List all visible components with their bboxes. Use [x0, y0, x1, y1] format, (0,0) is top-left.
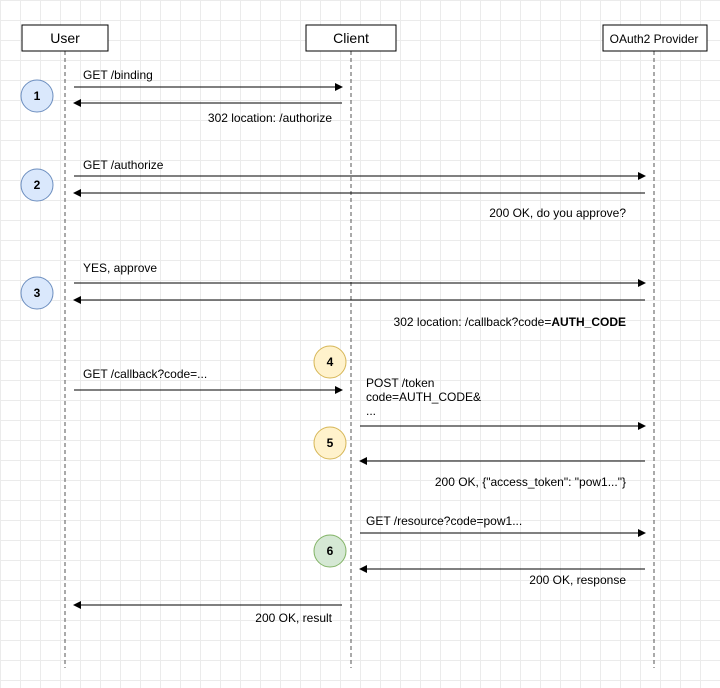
step-badge-4: 4	[313, 345, 347, 379]
message-7: GET /callback?code=...	[74, 367, 343, 394]
message-label: code=AUTH_CODE&	[366, 390, 481, 404]
message-label-text: 302 location: /authorize	[208, 111, 332, 125]
message-label-text: POST /token	[366, 376, 434, 390]
message-label: POST /token	[366, 376, 434, 390]
step-badge-1: 1	[20, 79, 54, 113]
message-2: 302 location: /authorize	[73, 99, 342, 125]
message-4: 200 OK, do you approve?	[73, 189, 645, 220]
message-label-text: 200 OK, response	[529, 573, 626, 587]
actor-label: Client	[333, 30, 369, 46]
message-label-text: GET /binding	[83, 68, 153, 82]
message-label-text: ...	[366, 404, 376, 418]
step-badge-2: 2	[20, 168, 54, 202]
step-circle	[313, 426, 347, 460]
message-label-text: 200 OK, {"access_token": "pow1..."}	[435, 475, 626, 489]
message-label-text: 200 OK, result	[255, 611, 332, 625]
message-3: GET /authorize	[74, 158, 646, 180]
message-label: GET /binding	[83, 68, 153, 82]
message-8: POST /tokencode=AUTH_CODE&...	[360, 376, 646, 430]
step-number: 1	[34, 89, 41, 103]
message-label: GET /authorize	[83, 158, 164, 172]
message-5: YES, approve	[74, 261, 646, 287]
actors: User Client OAuth2 Provider	[21, 24, 708, 52]
step-number: 5	[327, 436, 334, 450]
message-label-text: GET /authorize	[83, 158, 164, 172]
step-circle	[313, 345, 347, 379]
step-badge-3: 3	[20, 276, 54, 310]
message-label: YES, approve	[83, 261, 157, 275]
message-label-text: YES, approve	[83, 261, 157, 275]
message-label: 302 location: /authorize	[208, 111, 332, 125]
message-label-text: GET /callback?code=...	[83, 367, 207, 381]
step-number: 4	[327, 355, 334, 369]
actor-user: User	[21, 24, 109, 52]
message-label: ...	[366, 404, 376, 418]
actor-client: Client	[305, 24, 397, 52]
message-12: 200 OK, result	[73, 601, 342, 625]
actor-label: User	[50, 30, 80, 46]
message-6: 302 location: /callback?code=AUTH_CODE	[73, 296, 645, 329]
message-label: 200 OK, {"access_token": "pow1..."}	[435, 475, 626, 489]
step-number: 6	[327, 544, 334, 558]
message-label: GET /resource?code=pow1...	[366, 514, 522, 528]
message-label: 302 location: /callback?code=AUTH_CODE	[394, 315, 626, 329]
message-label-bold: AUTH_CODE	[551, 315, 626, 329]
step-badges: 1 2 3 4 5 6	[20, 79, 347, 568]
message-9: 200 OK, {"access_token": "pow1..."}	[359, 457, 645, 489]
step-badge-6: 6	[313, 534, 347, 568]
message-11: 200 OK, response	[359, 565, 645, 587]
step-badge-5: 5	[313, 426, 347, 460]
step-circle	[20, 276, 54, 310]
message-label: 200 OK, result	[255, 611, 332, 625]
message-label: GET /callback?code=...	[83, 367, 207, 381]
message-label-text: 200 OK, do you approve?	[489, 206, 626, 220]
actor-box	[305, 24, 397, 52]
message-label: 200 OK, response	[529, 573, 626, 587]
message-label-text: code=AUTH_CODE&	[366, 390, 481, 404]
actor-label: OAuth2 Provider	[610, 32, 699, 46]
messages: GET /binding 302 location: /authorizeGET …	[73, 68, 646, 625]
message-label-text: GET /resource?code=pow1...	[366, 514, 522, 528]
step-circle	[20, 79, 54, 113]
actor-provider: OAuth2 Provider	[602, 24, 708, 52]
message-label: 200 OK, do you approve?	[489, 206, 626, 220]
step-number: 3	[34, 286, 41, 300]
step-circle	[20, 168, 54, 202]
actor-box	[602, 24, 708, 52]
message-label-text: 302 location: /callback?code=	[394, 315, 552, 329]
step-number: 2	[34, 178, 41, 192]
step-circle	[313, 534, 347, 568]
message-1: GET /binding	[74, 68, 343, 91]
actor-box	[21, 24, 109, 52]
lifelines	[64, 51, 655, 668]
message-10: GET /resource?code=pow1...	[360, 514, 646, 537]
